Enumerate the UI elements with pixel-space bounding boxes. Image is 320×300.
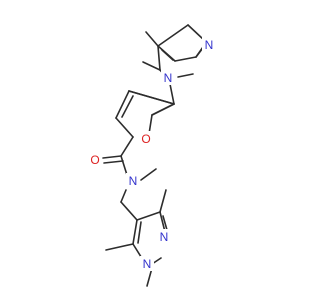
bond: [162, 215, 168, 231]
bond: [159, 211, 166, 233]
bond: [120, 136, 134, 157]
bond: [103, 160, 124, 164]
bond: [120, 201, 138, 221]
bond: [187, 24, 205, 41]
bond: [159, 189, 167, 213]
bond: [161, 49, 174, 61]
bond: [132, 219, 138, 245]
bonds: [102, 24, 210, 287]
amide-nitrogen-label: N: [129, 174, 138, 188]
bond: [120, 189, 127, 203]
bond: [102, 155, 122, 159]
bond: [157, 45, 161, 71]
nitrogen-atom-label: N: [164, 71, 173, 85]
nitrogen-atom-label: N: [160, 230, 169, 244]
bond: [151, 103, 175, 116]
nitrogen-atom-label: N: [205, 38, 214, 52]
bond: [115, 117, 134, 138]
bond: [115, 90, 130, 119]
bond: [142, 61, 161, 71]
bond: [157, 24, 189, 47]
bond: [148, 114, 153, 135]
bond: [120, 155, 128, 176]
bond: [105, 243, 134, 251]
bond: [177, 73, 194, 78]
bond: [169, 83, 175, 105]
bond: [136, 211, 161, 221]
bond: [145, 31, 159, 47]
bond: [174, 56, 197, 62]
bond: [128, 90, 175, 105]
carbonyl-oxygen-label: O: [90, 153, 99, 167]
bond: [137, 221, 142, 244]
bond: [140, 168, 157, 181]
bond: [121, 95, 134, 118]
molecule-structure-diagram: N N O O N N N: [88, 24, 216, 287]
nitrogen-atom-label: N: [143, 257, 152, 271]
oxygen-atom-label: O: [141, 132, 150, 146]
atom-labels: N N O O N N N: [88, 37, 216, 271]
